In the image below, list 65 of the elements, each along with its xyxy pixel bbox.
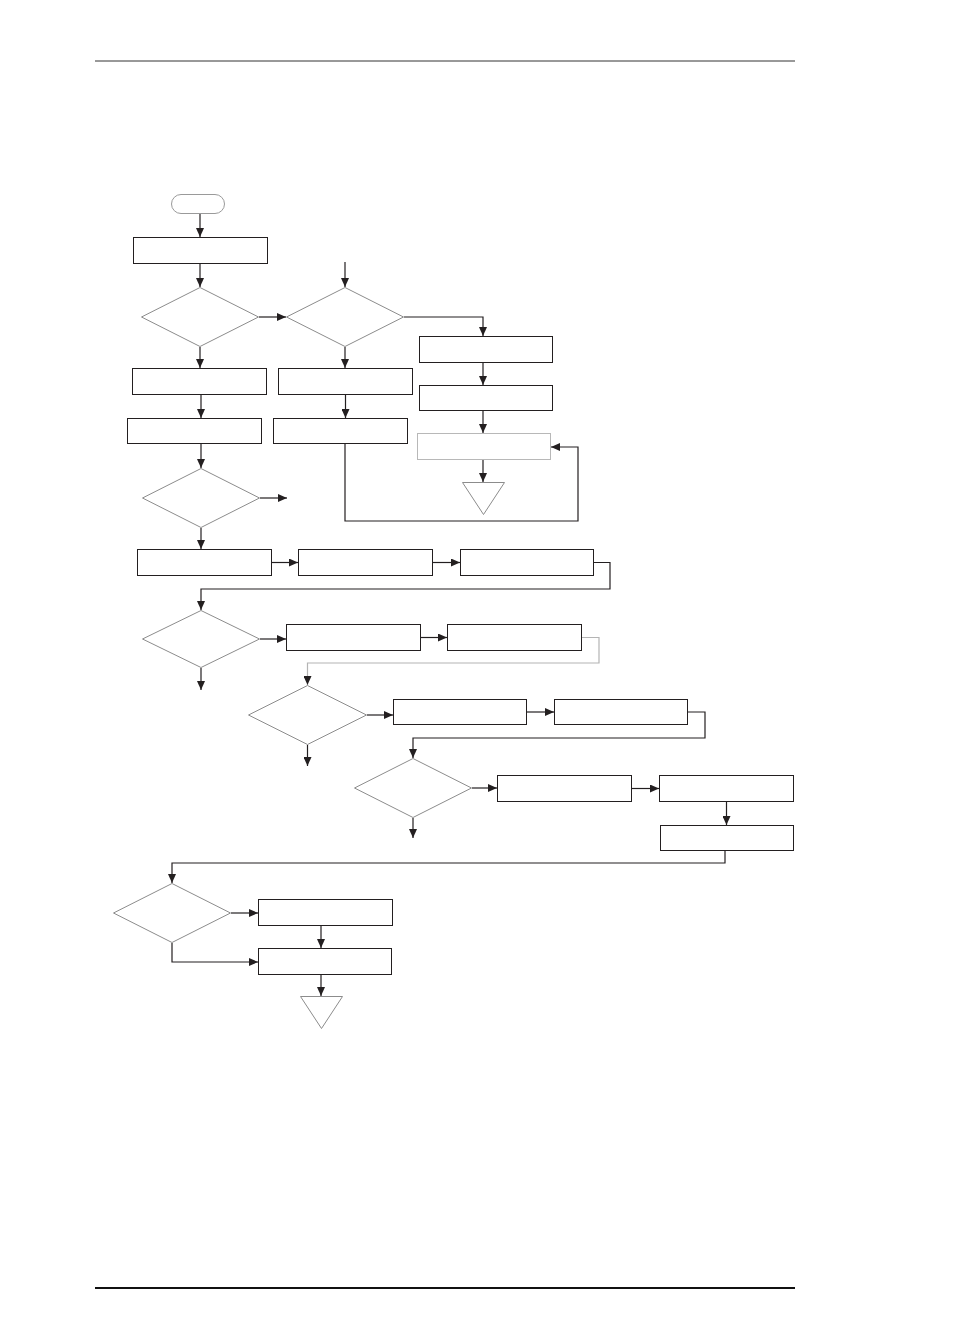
process-box: [460, 549, 594, 576]
decision-diamond: [142, 610, 260, 668]
arrow: [479, 362, 487, 386]
process-box: [298, 549, 433, 576]
arrow: [196, 263, 204, 288]
arrow: [526, 708, 555, 716]
arrow: [197, 527, 205, 550]
arrow: [479, 410, 487, 434]
arrow: [409, 711, 706, 759]
arrow: [303, 636, 600, 686]
process-box: [278, 368, 413, 395]
arrow: [259, 635, 287, 643]
arrow: [197, 443, 205, 469]
arrow: [196, 213, 204, 238]
process-box: [554, 699, 688, 725]
process-box: [659, 775, 794, 802]
arrow: [631, 784, 660, 793]
decision-diamond: [113, 883, 231, 943]
process-box: [447, 624, 582, 651]
arrow: [230, 909, 259, 917]
process-box: [497, 775, 632, 802]
arrow: [317, 974, 325, 997]
process-box: [258, 899, 393, 926]
process-box: [419, 385, 553, 411]
arrow: [366, 711, 394, 719]
process-box: [419, 336, 553, 363]
process-box: [273, 418, 408, 444]
decision-diamond: [286, 287, 404, 347]
process-box: [132, 368, 267, 395]
arrow: [420, 633, 448, 642]
arrow: [171, 942, 259, 966]
decision-diamond: [142, 468, 260, 528]
arrow: [259, 494, 288, 502]
arrow: [168, 850, 726, 884]
process-box: [137, 549, 272, 576]
arrow: [196, 346, 204, 369]
arrow: [197, 394, 205, 419]
arrow: [409, 817, 417, 839]
arrow: [303, 744, 312, 767]
process-box: [393, 699, 527, 725]
arrow: [258, 313, 287, 321]
arrow: [197, 561, 611, 611]
process-box: [258, 948, 392, 975]
arrow: [341, 394, 350, 419]
decision-diamond: [354, 758, 472, 818]
triangle-symbol: [300, 996, 343, 1029]
arrow: [722, 801, 731, 826]
arrow: [197, 667, 205, 691]
arrow: [341, 346, 349, 369]
arrow: [479, 459, 487, 483]
arrow: [432, 558, 461, 567]
process-box: [133, 237, 268, 264]
process-box: [660, 825, 794, 851]
process-box: [417, 433, 551, 460]
process-box: [286, 624, 421, 651]
arrow: [271, 558, 299, 567]
arrow: [403, 316, 487, 337]
arrow: [344, 443, 579, 522]
decision-diamond: [141, 287, 259, 347]
arrow: [317, 925, 325, 949]
process-box: [127, 418, 262, 444]
decision-diamond: [248, 685, 367, 745]
arrow: [471, 784, 498, 792]
arrow: [341, 261, 349, 288]
triangle-symbol: [462, 482, 505, 515]
